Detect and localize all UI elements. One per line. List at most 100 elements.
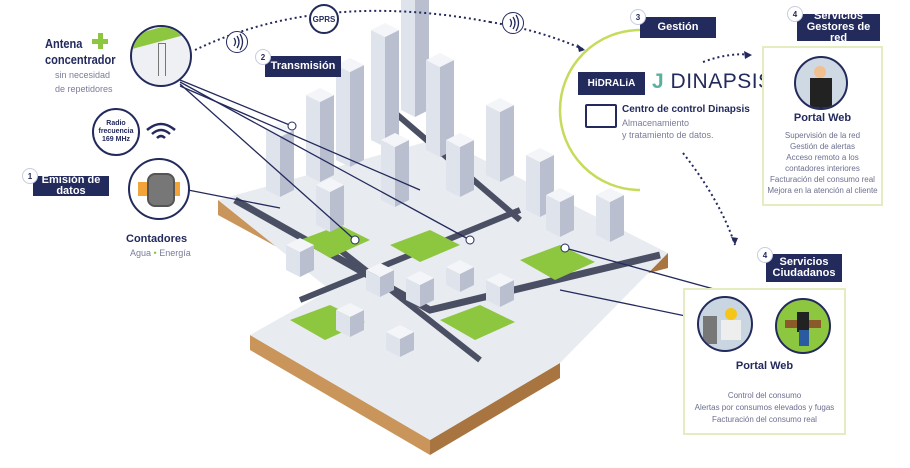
connector-line [179,85,421,191]
building [350,310,364,337]
service-item: Supervisión de la red [784,131,861,140]
connector-node [287,121,297,131]
connector-line [559,289,706,321]
ground-lower-right [430,363,560,455]
control-center-sub2: y tratamiento de datos. [622,130,714,140]
building [381,140,395,207]
citizen-services-panel: Portal Web Control del consumo Alertas p… [683,288,846,435]
antenna-subtitle: sin necesidad de repetidores [55,68,113,96]
building [596,188,624,202]
building [400,332,414,357]
building [371,30,385,147]
service-item: Gestión de alertas [790,142,855,151]
building [320,95,334,182]
building [426,53,454,67]
building [306,88,334,102]
park [440,305,515,340]
service-item: contadores interiores [785,164,860,173]
connector-line [179,83,356,241]
connector-line [187,189,281,209]
network-services-panel: Portal Web Supervisión de la red Gestión… [762,46,883,206]
service-item: Facturación del consumo real [712,415,817,424]
building [316,185,330,232]
meters-water: Agua [130,248,152,258]
building [330,185,344,232]
user-on-bench-icon [775,298,831,354]
antenna-icon [130,25,192,87]
building [371,23,399,37]
building [336,310,350,337]
gprs-label: GPRS [312,14,336,24]
radio-frequency-badge: Radio frecuencia 169 MHz [92,108,140,156]
service-item: Control del consumo [727,391,802,400]
building [446,260,474,274]
step-number: 1 [22,168,38,184]
dinapsis-logo-mark-icon: J [652,70,665,93]
service-item: Facturación del consumo real [770,175,875,184]
antenna-title-line2: concentrador [45,52,116,67]
building [460,140,474,197]
building [415,0,429,117]
building [426,60,440,157]
building [440,60,454,157]
road [338,247,482,363]
park [520,245,595,280]
building [526,148,554,162]
building [446,140,460,197]
building [286,238,314,252]
hidralia-logo-text: HiDRALiA [587,78,636,89]
dotted-connector [489,21,586,51]
building [380,270,394,297]
step-transmision: Transmisión [265,56,341,77]
road [233,196,661,314]
building [336,303,364,317]
ground-lower-side [250,335,430,455]
building [306,95,320,182]
monitor-icon [585,104,617,128]
building [386,332,400,357]
building [280,130,294,197]
building [266,130,280,197]
building [486,273,514,287]
citizen-services-list: Control del consumo Alertas por consumos… [685,390,844,426]
portal-web-title: Portal Web [735,360,794,372]
antenna-sub-line2: de repetidores [55,84,113,94]
service-item: Mejora en la atención al cliente [767,186,878,195]
arrowhead-icon [577,44,585,52]
building [500,280,514,307]
building [596,195,610,242]
step-number: 2 [255,49,271,65]
control-center-subtitle: Almacenamiento y tratamiento de datos. [622,117,714,141]
connector-node [350,235,360,245]
dinapsis-logo-text: DINAPSIS [670,70,773,93]
wifi-signal-icon [145,120,177,147]
connector-line [179,79,293,127]
antenna-sub-line1: sin necesidad [55,70,111,80]
building [420,278,434,307]
signal-icon [226,31,248,53]
radio-line3: 169 MHz [101,136,130,143]
step-label: Transmisión [270,60,336,72]
portal-web-title: Portal Web [793,112,852,124]
building [560,195,574,237]
building [406,271,434,285]
building [395,140,409,207]
connector-node [560,243,570,253]
plus-icon [92,33,108,49]
building [486,98,514,112]
radio-line1: Radio [106,120,126,127]
hidralia-logo: HiDRALiA [578,72,645,95]
building [336,58,364,72]
operator-avatar-icon [794,56,848,110]
arrowhead-icon [731,237,738,245]
step-emision: Emisión de datos [33,175,109,197]
connector-node [465,235,475,245]
building [300,245,314,277]
building [366,263,394,277]
service-item: Acceso remoto a los [786,153,859,162]
arrowhead-icon [744,51,752,59]
meters-title: Contadores [126,233,188,245]
control-center-title: Centro de control Dinapsis [622,104,750,115]
meters-separator: • [153,248,157,258]
